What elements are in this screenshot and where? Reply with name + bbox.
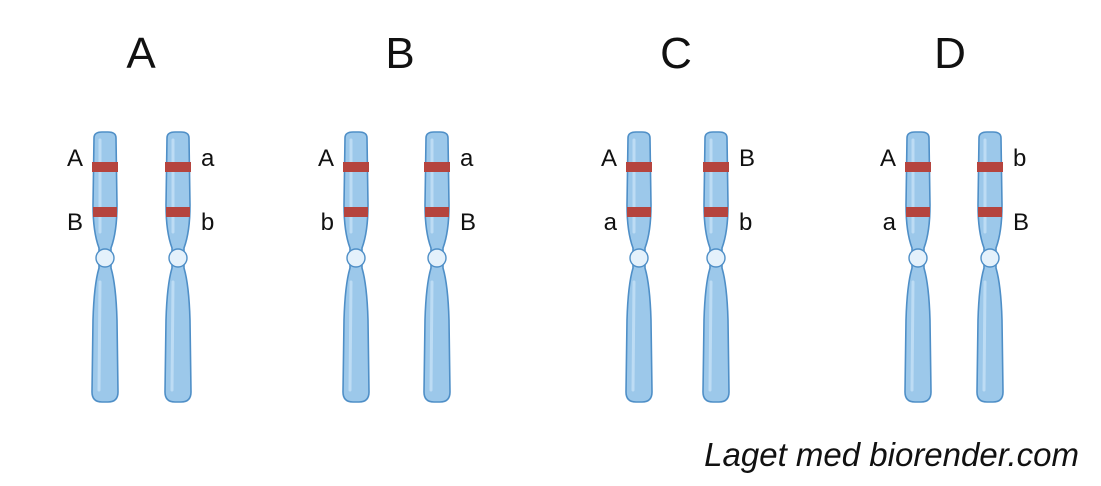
allele-label-top: A [601, 145, 617, 172]
panel-title: B [385, 29, 414, 78]
credit-text: Laget med biorender.com [704, 436, 1079, 473]
allele-label-top: A [318, 145, 334, 172]
allele-label-bottom: B [67, 209, 83, 236]
gene-band-top [977, 162, 1003, 172]
gene-band-bottom [906, 207, 930, 217]
chromosome: Aa [880, 131, 932, 403]
gene-band-top [905, 162, 931, 172]
gene-band-bottom [425, 207, 449, 217]
centromere [629, 248, 649, 268]
chromosome: Aa [601, 131, 653, 403]
centromere [908, 248, 928, 268]
allele-label-bottom: b [201, 209, 214, 236]
gene-band-top [343, 162, 369, 172]
chromosome: AB [67, 131, 119, 403]
chromosome: Ab [318, 131, 370, 403]
allele-label-top: A [67, 145, 83, 172]
centromere [706, 248, 726, 268]
allele-label-bottom: b [739, 209, 752, 236]
gene-band-top [165, 162, 191, 172]
gene-band-bottom [344, 207, 368, 217]
gene-band-top [626, 162, 652, 172]
allele-label-bottom: B [460, 209, 476, 236]
allele-label-top: A [880, 145, 896, 172]
allele-label-bottom: B [1013, 209, 1029, 236]
panel-title: A [126, 29, 156, 78]
centromere [427, 248, 447, 268]
allele-label-bottom: a [604, 209, 618, 236]
allele-label-top: b [1013, 145, 1026, 172]
chromosome: bB [976, 131, 1029, 403]
gene-band-top [424, 162, 450, 172]
panel-title: D [934, 29, 966, 78]
gene-band-top [92, 162, 118, 172]
chromosome: Bb [702, 131, 755, 403]
allele-label-bottom: a [883, 209, 897, 236]
allele-label-top: a [201, 145, 215, 172]
allele-label-bottom: b [321, 209, 334, 236]
chromosome: ab [164, 131, 215, 403]
allele-label-top: B [739, 145, 755, 172]
panel-title: C [660, 29, 692, 78]
allele-label-top: a [460, 145, 474, 172]
gene-band-bottom [704, 207, 728, 217]
centromere [980, 248, 1000, 268]
gene-band-top [703, 162, 729, 172]
gene-band-bottom [627, 207, 651, 217]
centromere [168, 248, 188, 268]
centromere [95, 248, 115, 268]
gene-band-bottom [166, 207, 190, 217]
chromosome: aB [423, 131, 476, 403]
gene-band-bottom [978, 207, 1002, 217]
gene-band-bottom [93, 207, 117, 217]
centromere [346, 248, 366, 268]
